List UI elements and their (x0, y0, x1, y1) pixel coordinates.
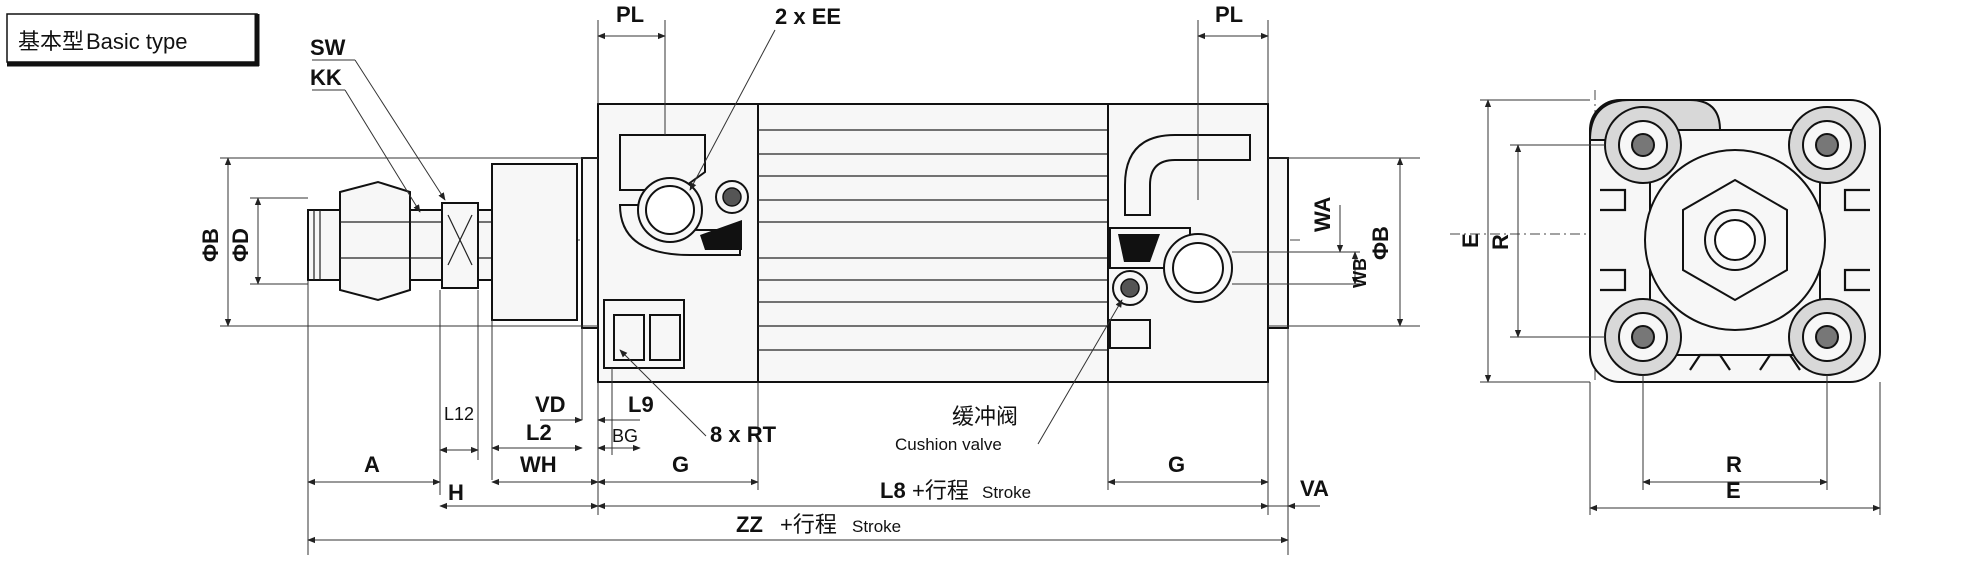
label-g-left: G (672, 452, 689, 477)
title-cn: 基本型 (18, 29, 84, 54)
corner-bolt-bottom-left (1604, 298, 1682, 376)
label-l8-en: Stroke (982, 483, 1031, 502)
title-en: Basic type (86, 29, 188, 54)
label-l8: L8 (880, 478, 906, 503)
label-vd: VD (535, 392, 566, 417)
label-l2: L2 (526, 420, 552, 445)
label-r-vertical: R (1488, 234, 1513, 250)
corner-bolt-top-right (1788, 106, 1866, 184)
label-l8-cn: +行程 (912, 478, 969, 503)
label-wa: WA (1310, 196, 1335, 232)
label-pl-right: PL (1215, 2, 1243, 27)
label-wh: WH (520, 452, 557, 477)
corner-bolt-top-left (1604, 106, 1682, 184)
label-e-horizontal: E (1726, 478, 1741, 503)
label-l12: L12 (444, 404, 474, 424)
label-kk: KK (310, 65, 342, 90)
label-h: H (448, 480, 464, 505)
rod-nut (339, 180, 411, 302)
label-va: VA (1300, 476, 1329, 501)
label-zz-cn: +行程 (780, 512, 837, 537)
label-sw: SW (310, 35, 346, 60)
title-box: 基本型 Basic type (6, 13, 260, 67)
label-ee: 2 x EE (775, 4, 841, 29)
label-zz: ZZ (736, 512, 763, 537)
corner-bolt-bottom-right (1788, 298, 1866, 376)
label-a: A (364, 452, 380, 477)
label-wb: WB (1350, 258, 1370, 288)
label-r-horizontal: R (1726, 452, 1742, 477)
label-rt: 8 x RT (710, 422, 777, 447)
label-zz-en: Stroke (852, 517, 901, 536)
side-view: PL PL 2 x EE SW KK ΦB ΦD WA WB ΦB VD L9 … (198, 2, 1420, 555)
label-phi-b-right: ΦB (1368, 226, 1393, 260)
cushion-valve-cn: 缓冲阀 (952, 404, 1018, 429)
label-phi-d: ΦD (228, 228, 253, 262)
label-phi-b-left: ΦB (198, 228, 223, 262)
end-view: E R R E (1450, 90, 1881, 515)
label-pl-left: PL (616, 2, 644, 27)
cylinder-barrel (757, 103, 1109, 383)
cushion-valve-en: Cushion valve (895, 435, 1002, 454)
label-e-vertical: E (1458, 233, 1483, 248)
label-l9: L9 (628, 392, 654, 417)
rod-bearing (491, 163, 578, 321)
label-g-right: G (1168, 452, 1185, 477)
label-bg: BG (612, 426, 638, 446)
